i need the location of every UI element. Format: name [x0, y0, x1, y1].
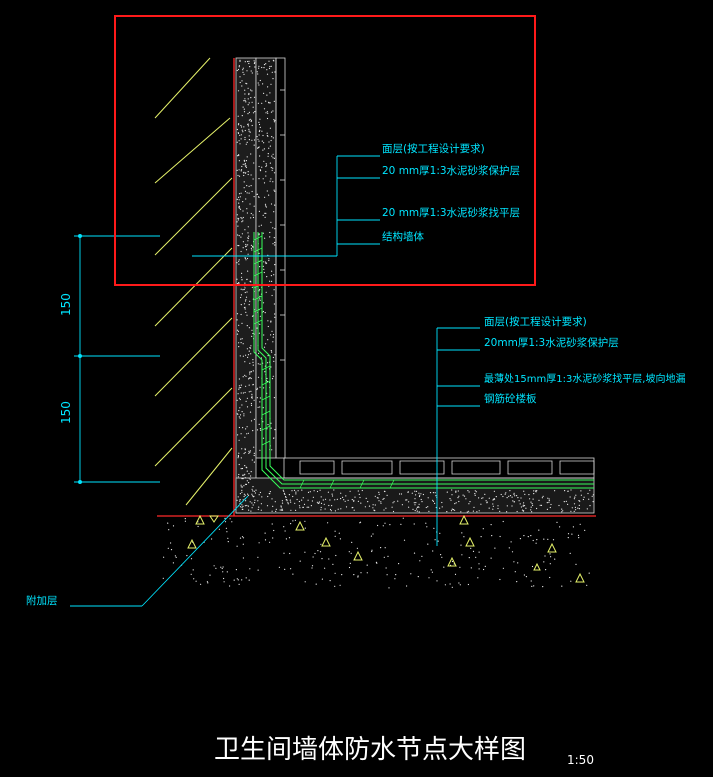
wall-label-structure: 结构墙体	[382, 230, 424, 243]
highlight-box	[114, 15, 536, 286]
floor-label-surface: 面层(按工程设计要求)	[484, 315, 587, 328]
floor-label-leveling: 最薄处15mm厚1:3水泥砂浆找平层,坡向地漏	[484, 372, 685, 385]
wall-label-protective: 20 mm厚1:3水泥砂浆保护层	[382, 164, 520, 177]
slab-aggregate	[187, 514, 585, 583]
floor-tiles	[299, 460, 595, 475]
drawing-scale: 1:50	[567, 753, 594, 767]
floor-label-protective: 20mm厚1:3水泥砂浆保护层	[484, 336, 619, 349]
leader-lines	[70, 155, 480, 607]
floor-label-slab: 钢筋砼楼板	[484, 392, 537, 405]
dimension-upper: 150	[59, 293, 73, 316]
wall-hatch	[154, 57, 233, 506]
mortar-speckle	[162, 59, 595, 589]
wall-label-surface: 面层(按工程设计要求)	[382, 142, 485, 155]
dimension-ticks	[78, 234, 82, 484]
drawing-title: 卫生间墙体防水节点大样图	[214, 735, 526, 765]
additional-layer-label: 附加层	[26, 594, 58, 607]
wall-label-leveling: 20 mm厚1:3水泥砂浆找平层	[382, 206, 520, 219]
structure-outline	[157, 58, 596, 517]
dimension-lower: 150	[59, 401, 73, 424]
wall-tile-joints	[280, 89, 285, 361]
waterproof-membrane	[253, 232, 594, 489]
